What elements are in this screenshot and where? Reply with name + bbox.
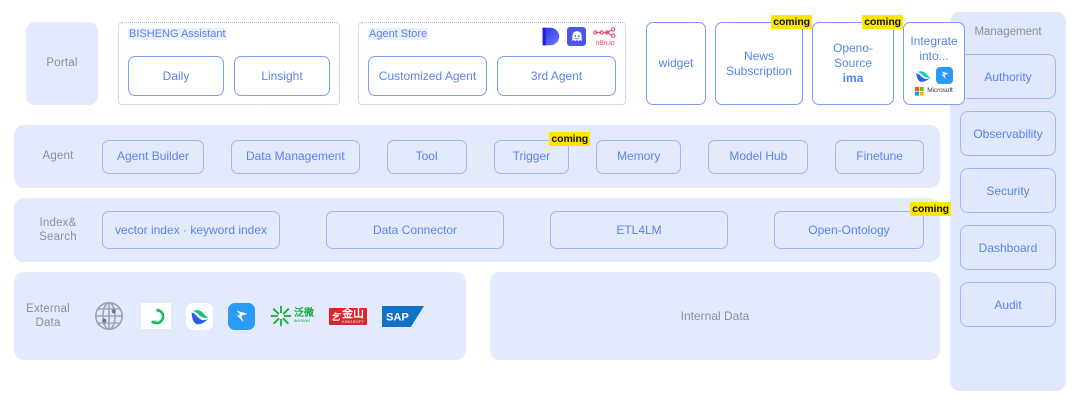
tile-data-management[interactable]: Data Management: [230, 139, 360, 174]
badge-coming-trigger: coming: [549, 131, 591, 146]
tile-finetune[interactable]: Finetune: [835, 139, 924, 174]
group-agent-store: Agent Store: [358, 22, 626, 105]
badge-coming-ima: coming: [862, 15, 903, 30]
tile-daily[interactable]: Daily: [128, 56, 224, 96]
tile-openo-source-label: Openo-Source: [832, 41, 874, 70]
group-title-bisheng: BISHENG Assistant: [128, 28, 227, 40]
badge-coming-open-ontology: coming: [910, 202, 951, 217]
landray-icon: [186, 302, 213, 330]
mgmt-item-authority[interactable]: Authority: [960, 54, 1056, 99]
tile-data-connector[interactable]: Data Connector: [326, 211, 504, 249]
tile-3rd-agent[interactable]: 3rd Agent: [497, 56, 616, 96]
seeyon-icon: [141, 303, 171, 329]
group-title-agent-store: Agent Store: [368, 28, 429, 40]
row-label-index-line2: Search: [39, 231, 77, 243]
row-index-search: Index& Search vector index · keyword ind…: [14, 198, 951, 262]
internal-data-label: Internal Data: [680, 309, 750, 323]
mgmt-item-dashboard[interactable]: Dashboard: [960, 225, 1056, 270]
agent-store-icons: n8n.io: [541, 27, 617, 47]
agent-tiles: Agent Builder Data Management Tool comin…: [102, 131, 930, 174]
portal-standalone-tiles: widget coming News Subscription coming O…: [646, 15, 965, 105]
tile-linsight[interactable]: Linsight: [234, 56, 330, 96]
group-tiles-bisheng: Daily Linsight: [128, 56, 330, 96]
n8n-icon: n8n.io: [593, 27, 617, 47]
tile-model-hub[interactable]: Model Hub: [708, 139, 809, 174]
tile-ima-label: ima: [842, 71, 864, 85]
tile-openo-source-ima[interactable]: coming Openo-Source ima: [812, 15, 903, 105]
row-portal: Portal BISHENG Assistant Daily Linsight …: [14, 12, 965, 115]
tile-etl4lm[interactable]: ETL4LM: [550, 211, 728, 249]
tile-vector-keyword-index[interactable]: vector index · keyword index: [102, 211, 280, 249]
tile-agent-builder[interactable]: Agent Builder: [102, 139, 205, 174]
row-label-external-line2: Data: [35, 317, 61, 329]
kingsoft-icon: 乞 金山 KINGSOFT: [329, 307, 368, 325]
tile-tool[interactable]: Tool: [386, 139, 467, 174]
row-label-agent: Agent: [42, 150, 74, 163]
feishu-icon: [915, 67, 932, 84]
microsoft-label: Microsoft: [927, 86, 953, 94]
dify-icon: [541, 27, 560, 46]
external-data-panel: External Data: [14, 272, 466, 360]
row-label-index-search: Index& Search: [24, 206, 92, 254]
microsoft-icon: Microsoft: [915, 86, 953, 96]
external-data-logos: 泛微 weaver 乞 金山 KINGSOFT: [82, 299, 425, 333]
management-title: Management: [974, 26, 1042, 38]
tile-trigger-label: Trigger: [512, 149, 551, 163]
n8n-label: n8n.io: [595, 38, 615, 47]
mgmt-item-audit[interactable]: Audit: [960, 282, 1056, 327]
row-label-index-line1: Index&: [39, 216, 77, 229]
dingtalk-icon: [936, 66, 953, 84]
tile-open-ontology[interactable]: coming Open-Ontology: [774, 202, 951, 249]
mgmt-item-security[interactable]: Security: [960, 168, 1056, 213]
tile-open-ontology-label: Open-Ontology: [808, 222, 890, 237]
row-agent: Agent Agent Builder Data Management Tool…: [14, 125, 940, 188]
internal-data-panel: Internal Data: [490, 272, 940, 360]
row-external-data: External Data: [14, 272, 940, 360]
main-stack: Portal BISHENG Assistant Daily Linsight …: [14, 12, 965, 391]
group-bisheng-assistant: BISHENG Assistant Daily Linsight: [118, 22, 340, 105]
tile-memory[interactable]: Memory: [596, 139, 682, 174]
tile-news-subscription[interactable]: coming News Subscription: [715, 15, 812, 105]
row-label-external-line1: External: [26, 302, 70, 315]
management-panel: Management Authority Observability Secur…: [950, 12, 1066, 391]
sap-icon: SAP: [382, 305, 425, 327]
tile-news-subscription-label: News Subscription: [725, 48, 793, 78]
badge-coming-news: coming: [771, 15, 812, 30]
group-tiles-agent-store: Customized Agent 3rd Agent: [368, 56, 616, 96]
coze-icon: [567, 27, 586, 47]
globe-icon: [92, 299, 126, 333]
tile-integrate-into[interactable]: Integrate into...: [903, 22, 965, 105]
row-label-external-data: External Data: [14, 272, 82, 360]
dingtalk-icon: [228, 302, 255, 330]
svg-text:SAP: SAP: [386, 311, 409, 323]
mgmt-item-observability[interactable]: Observability: [960, 111, 1056, 156]
weaver-icon: 泛微 weaver: [270, 305, 314, 327]
tile-customized-agent[interactable]: Customized Agent: [368, 56, 487, 96]
index-tiles: vector index · keyword index Data Connec…: [102, 202, 951, 249]
row-label-portal: Portal: [26, 22, 98, 105]
tile-widget[interactable]: widget: [646, 22, 706, 105]
tile-trigger[interactable]: coming Trigger: [493, 131, 591, 174]
tile-integrate-into-label: Integrate into...: [910, 33, 958, 63]
integrate-icons: [915, 66, 953, 84]
